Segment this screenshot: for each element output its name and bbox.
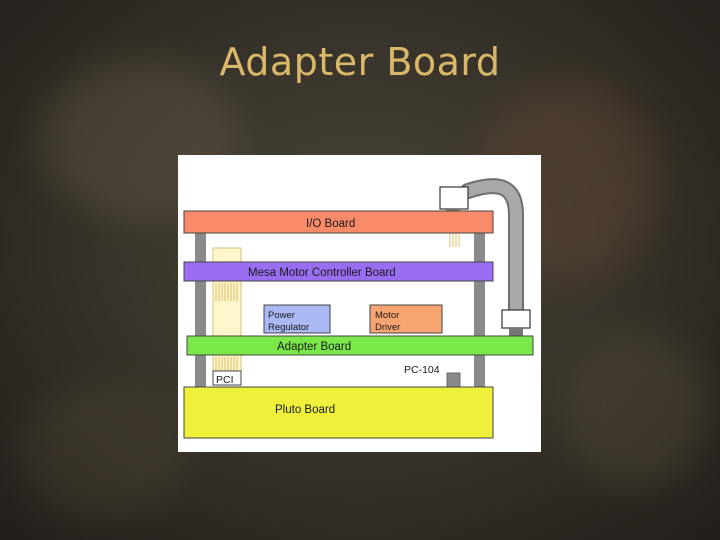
- power-regulator: [263, 304, 331, 334]
- pci-label: PCI: [216, 374, 234, 386]
- board-stack-diagram: I/O Board Mesa Motor Controller Board Po…: [178, 155, 541, 452]
- pc104-connector: [446, 372, 461, 388]
- header-pins-1: [215, 283, 238, 301]
- ribbon-cable: [462, 180, 522, 316]
- pci-pins: [215, 357, 238, 371]
- cable-connector-bottom: [501, 309, 531, 329]
- power-regulator-label-line2: Regulator: [268, 322, 309, 333]
- pluto-board-label: Pluto Board: [275, 404, 335, 416]
- power-regulator-label-line1: Power: [268, 310, 295, 321]
- pc104-label: PC-104: [404, 364, 440, 376]
- board-stack-svg: I/O Board Mesa Motor Controller Board Po…: [183, 178, 534, 439]
- motor-driver: [369, 304, 443, 334]
- header-strip-2: [212, 280, 242, 340]
- motor-driver-label-line1: Motor: [375, 310, 399, 321]
- background-blur: [20, 380, 190, 520]
- background-blur: [560, 330, 710, 490]
- mesa-board-label: Mesa Motor Controller Board: [248, 267, 396, 279]
- support-post-right: [474, 233, 485, 387]
- io-board: [183, 210, 494, 234]
- adapter-board-label: Adapter Board: [277, 341, 351, 353]
- io-board-label: I/O Board: [306, 218, 355, 230]
- mesa-motor-controller-board: [183, 261, 494, 282]
- header-strip-1: [212, 247, 242, 263]
- cable-connector-top: [439, 186, 469, 210]
- adapter-board: [186, 335, 534, 356]
- pci-connector: [212, 370, 242, 386]
- pluto-board: [183, 386, 494, 439]
- io-header-pins: [449, 233, 460, 247]
- motor-driver-label-line2: Driver: [375, 322, 400, 333]
- slide-title: Adapter Board: [219, 40, 501, 84]
- support-post-left: [195, 233, 206, 387]
